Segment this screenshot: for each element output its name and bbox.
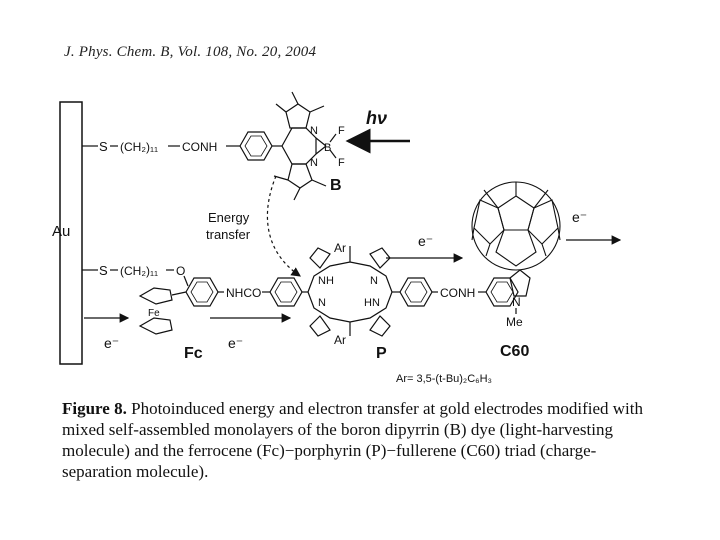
amide-left: NHCO [226, 286, 261, 300]
bodipy-n1: N [310, 125, 318, 137]
porphyrin-nh: NH [318, 275, 334, 287]
figure-caption: Figure 8. Photoinduced energy and electr… [62, 398, 662, 482]
iron-fe: Fe [148, 308, 160, 319]
porphyrin-n-top: N [370, 275, 378, 287]
chain-top-ch2: (CH₂)₁₁ [120, 140, 158, 154]
label-c60: C60 [500, 343, 529, 360]
bodipy-b: B [324, 142, 331, 154]
chain-bottom-o: O [176, 264, 185, 278]
energy-transfer-line2: transfer [206, 227, 251, 242]
energy-transfer-line1: Energy [208, 210, 250, 225]
chain-bottom-ch2: (CH₂)₁₁ [120, 264, 158, 278]
label-p: P [376, 345, 387, 362]
caption-text: Photoinduced energy and electron transfe… [62, 399, 643, 481]
aryl-top: Ar [334, 241, 346, 255]
electrode-label: Au [52, 223, 70, 240]
chain-top-s: S [99, 139, 108, 154]
fullerene-c60 [472, 182, 560, 270]
chain-bottom-s: S [99, 263, 108, 278]
energy-transfer-arrow [267, 176, 300, 276]
methyl-me: Me [506, 315, 523, 329]
bodipy-f1: F [338, 125, 345, 137]
pyrrolidine-n: N [512, 295, 521, 309]
electron-label-1: e⁻ [104, 335, 119, 351]
electron-label-3: e⁻ [418, 233, 433, 249]
ar-definition: Ar= 3,5-(t-Bu)₂C₆H₃ [396, 373, 492, 385]
light-hv: hν [366, 108, 387, 128]
chain-top-conh: CONH [182, 140, 217, 154]
porphyrin-n-bottom: N [318, 297, 326, 309]
label-fc: Fc [184, 345, 203, 362]
porphyrin-hn: HN [364, 297, 380, 309]
label-b: B [330, 177, 342, 194]
bodipy-n2: N [310, 157, 318, 169]
aryl-bottom: Ar [334, 333, 346, 347]
electron-label-4: e⁻ [572, 209, 587, 225]
bodipy-f2: F [338, 157, 345, 169]
ferrocene [140, 288, 186, 334]
porphyrin [308, 246, 392, 336]
amide-right: CONH [440, 286, 475, 300]
caption-label: Figure 8. [62, 399, 127, 418]
electron-label-2: e⁻ [228, 335, 243, 351]
